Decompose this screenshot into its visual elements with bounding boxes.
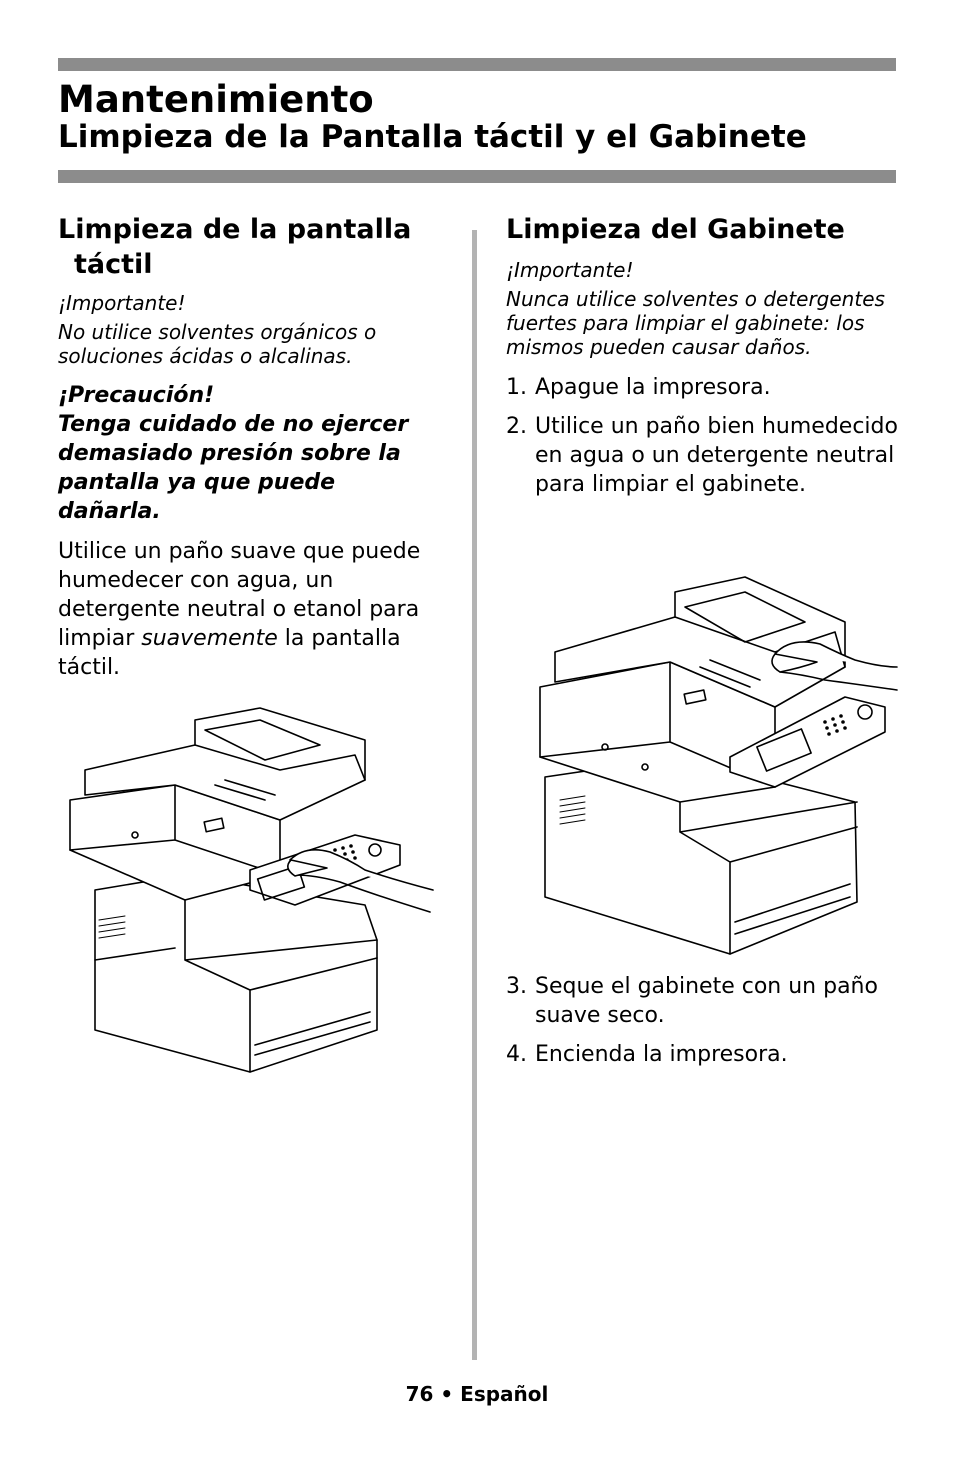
header-rule-bottom (58, 170, 896, 183)
page-subtitle: Limpieza de la Pantalla táctil y el Gabi… (58, 119, 807, 155)
section-title-cabinet: Limpieza del Gabinete (506, 214, 845, 245)
right-column-lower: 3.Seque el gabinete con un paño suave se… (506, 972, 898, 1069)
important-label-cabinet: ¡Importante! (506, 258, 634, 282)
section-title-line2: táctil (74, 249, 153, 280)
important-note-cabinet: Nunca utilice solventes o detergentes fu… (506, 287, 885, 359)
steps-list-2: 3.Seque el gabinete con un paño suave se… (506, 972, 898, 1069)
emphasis-text: suavemente (141, 626, 278, 651)
caution-label: ¡Precaución! (58, 383, 215, 408)
header-rule-top (58, 58, 896, 71)
page-title: Mantenimiento (58, 78, 374, 121)
list-item: 2.Utilice un paño bien humedecido en agu… (506, 414, 898, 497)
page-footer: 76 • Español (405, 1382, 549, 1406)
important-note: No utilice solventes orgánicos o solucio… (58, 320, 377, 368)
list-item: 4.Encienda la impresora. (506, 1042, 788, 1067)
left-column: Limpieza de la pantalla táctil ¡Importan… (58, 212, 453, 682)
steps-list-1: 1.Apague la impresora. 2.Utilice un paño… (506, 373, 901, 499)
section-title-touchscreen: Limpieza de la pantalla táctil (58, 212, 453, 282)
printer-cabinet-cleaning-illustration (539, 576, 898, 955)
right-column: Limpieza del Gabinete ¡Importante! Nunca… (506, 212, 901, 499)
list-item: 1.Apague la impresora. (506, 375, 771, 400)
printer-touchscreen-cleaning-illustration (69, 707, 434, 1073)
column-divider (472, 230, 477, 1360)
section-title-line1: Limpieza de la pantalla (58, 214, 412, 245)
touchscreen-instructions: Utilice un paño suave que puede humedece… (58, 539, 421, 680)
caution-text: Tenga cuidado de no ejercer demasiado pr… (58, 412, 409, 524)
list-item: 3.Seque el gabinete con un paño suave se… (506, 974, 878, 1028)
important-label: ¡Importante! (58, 291, 186, 315)
